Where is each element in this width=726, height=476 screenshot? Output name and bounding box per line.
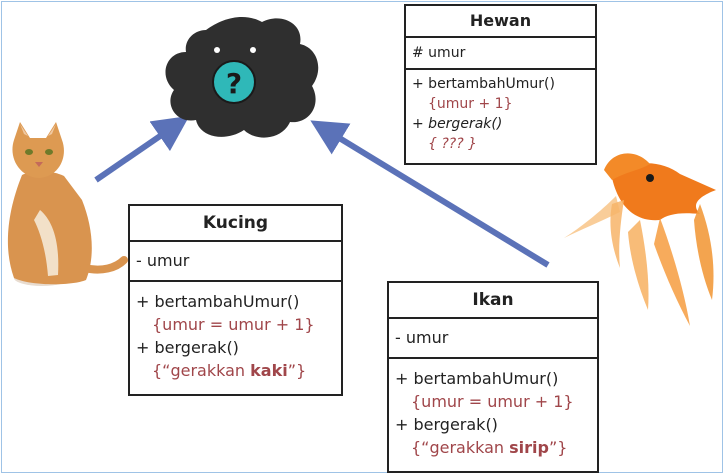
operation-bergerak: + bergerak(): [395, 415, 498, 434]
body-keyword: kaki: [250, 361, 288, 380]
class-hewan: Hewan # umur + bertambahUmur() {umur + 1…: [404, 4, 597, 165]
body-keyword: sirip: [509, 438, 549, 457]
operation-body: {umur = umur + 1}: [152, 315, 315, 334]
operation-bertambahumur: + bertambahUmur(): [395, 369, 559, 388]
body-close: ”}: [287, 361, 307, 380]
class-name: Ikan: [389, 283, 597, 319]
operation-bergerak: + bergerak(): [412, 116, 503, 132]
class-operations: + bertambahUmur() {umur = umur + 1} + be…: [389, 359, 597, 459]
operation-bergerak: + bergerak(): [136, 338, 239, 357]
class-name: Hewan: [406, 6, 595, 38]
operation-body: { ??? }: [428, 136, 478, 152]
class-operations: + bertambahUmur() {umur = umur + 1} + be…: [130, 282, 341, 382]
question-mark-icon: ?: [212, 60, 256, 104]
class-operations: + bertambahUmur() {umur + 1} + bergerak(…: [406, 70, 595, 154]
class-ikan: Ikan - umur + bertambahUmur() {umur = um…: [387, 281, 599, 473]
operation-body: {umur = umur + 1}: [411, 392, 574, 411]
body-open: {“gerakkan: [411, 438, 510, 457]
operation-bertambahumur: + bertambahUmur(): [412, 76, 555, 92]
class-name: Kucing: [130, 206, 341, 242]
class-attribute: - umur: [389, 319, 597, 359]
operation-bertambahumur: + bertambahUmur(): [136, 292, 300, 311]
arrow-ikan-to-parent: [310, 120, 550, 268]
goldfish-photo: [564, 153, 716, 326]
class-kucing: Kucing - umur + bertambahUmur() {umur = …: [128, 204, 343, 396]
svg-text:?: ?: [226, 67, 242, 100]
body-close: ”}: [548, 438, 568, 457]
operation-body: {“gerakkan kaki”}: [136, 359, 341, 382]
arrow-kucing-to-parent: [94, 115, 190, 183]
class-attribute: - umur: [130, 242, 341, 282]
operation-body: {umur + 1}: [428, 96, 513, 112]
body-open: {“gerakkan: [152, 361, 251, 380]
cat-photo: [7, 122, 128, 286]
class-attribute: # umur: [406, 38, 595, 70]
operation-body: {“gerakkan sirip”}: [395, 436, 597, 459]
